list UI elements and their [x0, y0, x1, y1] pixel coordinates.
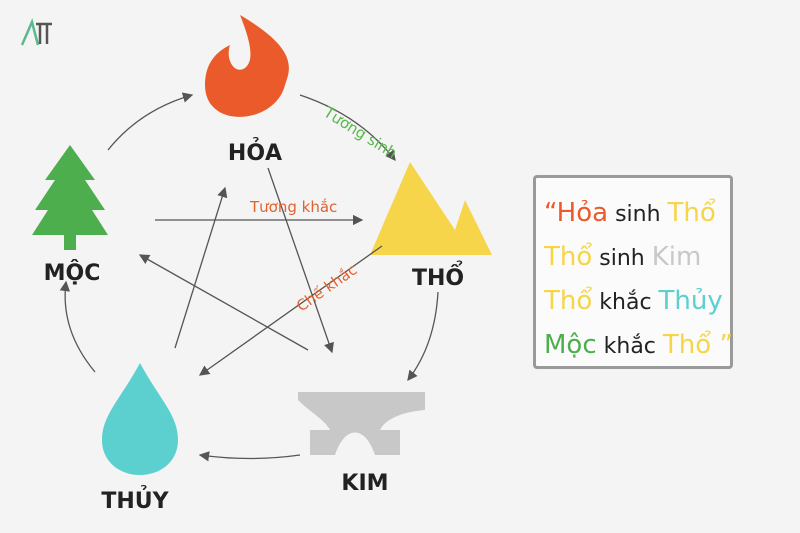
quote-word: khắc: [603, 334, 656, 359]
quote-word: Thổ: [544, 242, 593, 272]
quote-box: “Hỏa sinh Thổ Thổ sinh Kim Thổ khắc Thủy…: [533, 175, 733, 369]
overcoming-arrows: [138, 167, 383, 376]
quote-word: sinh: [615, 202, 661, 227]
quote-line: Thổ khắc Thủy: [544, 280, 730, 324]
anvil-icon: [298, 392, 425, 455]
generating-arrows: [59, 92, 439, 462]
quote-word: khắc: [599, 290, 652, 315]
quote-line: Mộc khắc Thổ ”: [544, 324, 733, 368]
label-overcoming: Tương khắc: [249, 198, 337, 216]
quote-line: “Hỏa sinh Thổ: [544, 192, 730, 236]
tree-icon: [32, 145, 108, 250]
arrow-metal-wood: [138, 254, 309, 351]
quote-word: Kim: [651, 242, 702, 272]
arrow-wood-fire: [107, 92, 194, 151]
quote-word: Thổ: [667, 198, 716, 228]
mountain-icon: [370, 162, 492, 255]
arrow-fire-earth: [299, 94, 396, 162]
label-generating: Tương sinh: [320, 103, 400, 163]
arrow-water-fire: [174, 186, 228, 349]
quote-word: Thủy: [658, 286, 723, 316]
arrow-earth-water: [198, 245, 383, 376]
quote-word: Thổ ”: [662, 330, 733, 360]
label-water: THỦY: [101, 486, 169, 514]
quote-word: Thổ: [544, 286, 593, 316]
arrow-fire-metal: [267, 167, 334, 354]
arrow-metal-water: [198, 451, 301, 462]
label-fire: HỎA: [228, 138, 282, 166]
arrow-earth-metal: [407, 291, 439, 382]
quote-word: sinh: [599, 246, 645, 271]
label-wood: MỘC: [44, 259, 101, 286]
logo: [20, 18, 52, 46]
arrow-water-wood: [59, 280, 96, 373]
fire-icon: [205, 15, 289, 117]
water-drop-icon: [102, 363, 178, 475]
quote-line: Thổ sinh Kim: [544, 236, 730, 280]
label-metal: KIM: [341, 471, 388, 496]
quote-word: Mộc: [544, 330, 597, 360]
quote-word: “Hỏa: [544, 198, 609, 228]
label-earth: THỔ: [412, 261, 464, 291]
